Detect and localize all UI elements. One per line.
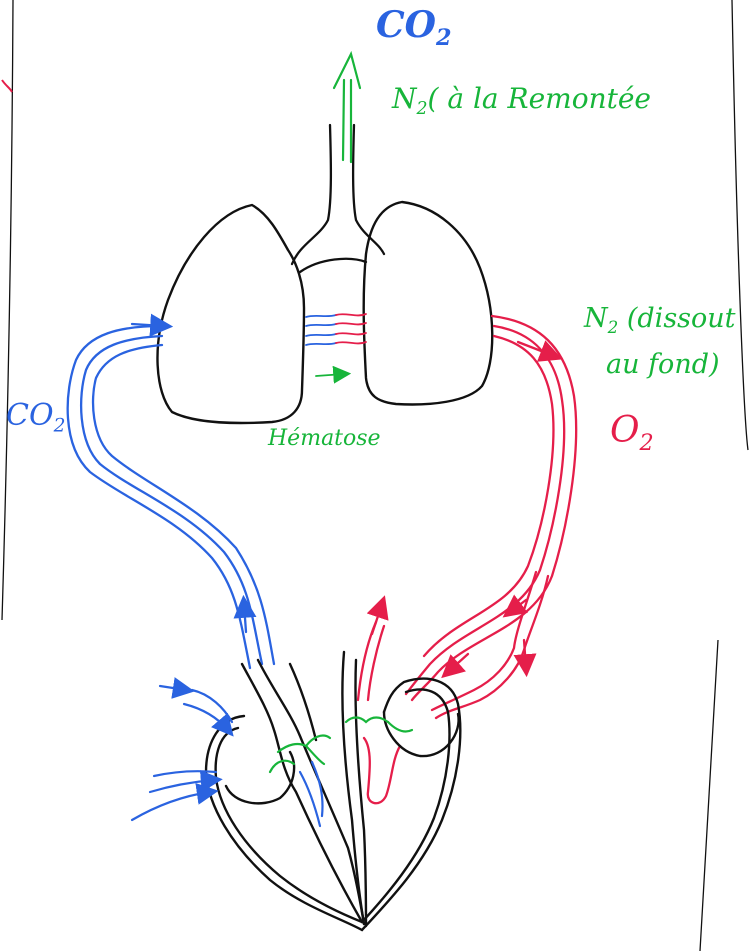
right-lung [364, 202, 493, 404]
n2-dissolved-label: N2 (dissout au fond) [584, 300, 736, 384]
pulmonary-vein-red [358, 316, 576, 803]
edge-mark [2, 80, 12, 92]
trachea [292, 125, 384, 272]
left-lung [157, 205, 304, 423]
exhale-arrow [334, 54, 360, 162]
co2-venous-label: CO2 [6, 398, 65, 437]
hematose-label: Hématose [268, 426, 381, 451]
co2-exhaled-label: CO2 [376, 4, 452, 51]
o2-label: O2 [610, 410, 654, 456]
vena-cava-blue [132, 686, 323, 826]
gas-exchange-vessels [306, 314, 366, 376]
heart [206, 652, 460, 930]
heart-valves [270, 718, 412, 773]
n2-ascent-label: N2( à la Remontée [392, 82, 651, 119]
lungs [157, 202, 492, 423]
pulmonary-artery-blue [68, 324, 274, 668]
